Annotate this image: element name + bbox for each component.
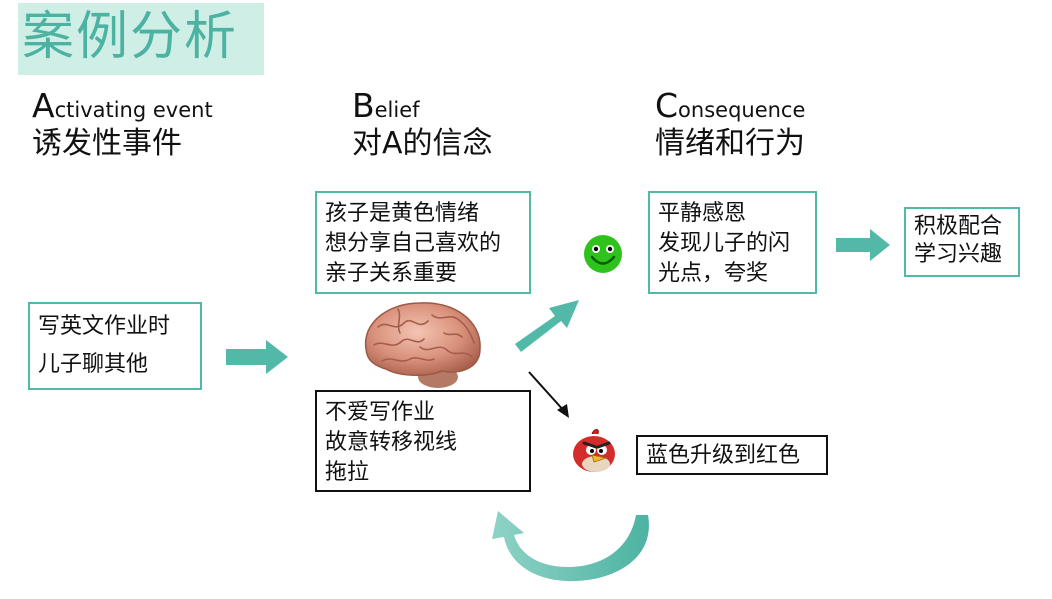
belief-positive-box: 孩子是黄色情绪 想分享自己喜欢的 亲子关系重要: [315, 191, 531, 294]
consequence-positive-box: 平静感恩 发现儿子的闪 光点，夸奖: [648, 191, 817, 294]
curved-return-arrow: [492, 511, 649, 582]
green-smiley-icon: [584, 235, 622, 273]
event-box: 写英文作业时 儿子聊其他: [28, 302, 202, 390]
belief-negative-line-2: 故意转移视线: [325, 430, 458, 455]
consequence-negative-text: 蓝色升级到红色: [646, 443, 801, 468]
header-b: Belief: [352, 86, 420, 125]
belief-positive-line-2: 想分享自己喜欢的: [325, 231, 502, 256]
event-line-1: 写英文作业时: [38, 314, 171, 339]
consequence-positive-line-3: 光点，夸奖: [658, 261, 769, 286]
header-a-initial: A: [32, 86, 55, 125]
belief-negative-line-1: 不爱写作业: [325, 400, 436, 425]
header-c-rest: onsequence: [678, 98, 806, 122]
header-c-initial: C: [655, 86, 679, 125]
header-a-rest: ctivating event: [54, 98, 213, 122]
belief-positive-line-1: 孩子是黄色情绪: [325, 201, 480, 226]
header-c: Consequence: [655, 86, 805, 125]
arrow-event-to-belief: [226, 340, 288, 374]
arrow-belief-to-positive: [515, 300, 579, 352]
header-c-chinese: 情绪和行为: [655, 126, 805, 161]
header-a: Activating event: [32, 86, 213, 125]
arrow-belief-to-negative: [528, 371, 569, 418]
brain-image: [364, 302, 481, 388]
result-positive-line-1: 积极配合: [914, 214, 1003, 239]
result-positive-box: 积极配合 学习兴趣: [904, 207, 1020, 277]
red-angry-bird-icon: [573, 429, 615, 472]
belief-negative-line-3: 拖拉: [325, 460, 370, 485]
arrow-consequence-to-result: [836, 229, 890, 261]
result-positive-line-2: 学习兴趣: [914, 242, 1003, 267]
slide-title: 案例分析: [22, 7, 239, 67]
consequence-positive-line-1: 平静感恩: [658, 201, 747, 226]
header-b-initial: B: [352, 86, 375, 125]
header-b-chinese: 对A的信念: [352, 126, 493, 161]
header-a-chinese: 诱发性事件: [32, 126, 182, 161]
event-line-2: 儿子聊其他: [38, 352, 149, 377]
consequence-negative-box: 蓝色升级到红色: [636, 435, 828, 475]
consequence-positive-line-2: 发现儿子的闪: [658, 231, 791, 256]
header-b-rest: elief: [374, 98, 420, 122]
title-background: [18, 3, 264, 75]
belief-negative-box: 不爱写作业 故意转移视线 拖拉: [315, 390, 531, 492]
belief-positive-line-3: 亲子关系重要: [325, 261, 458, 286]
